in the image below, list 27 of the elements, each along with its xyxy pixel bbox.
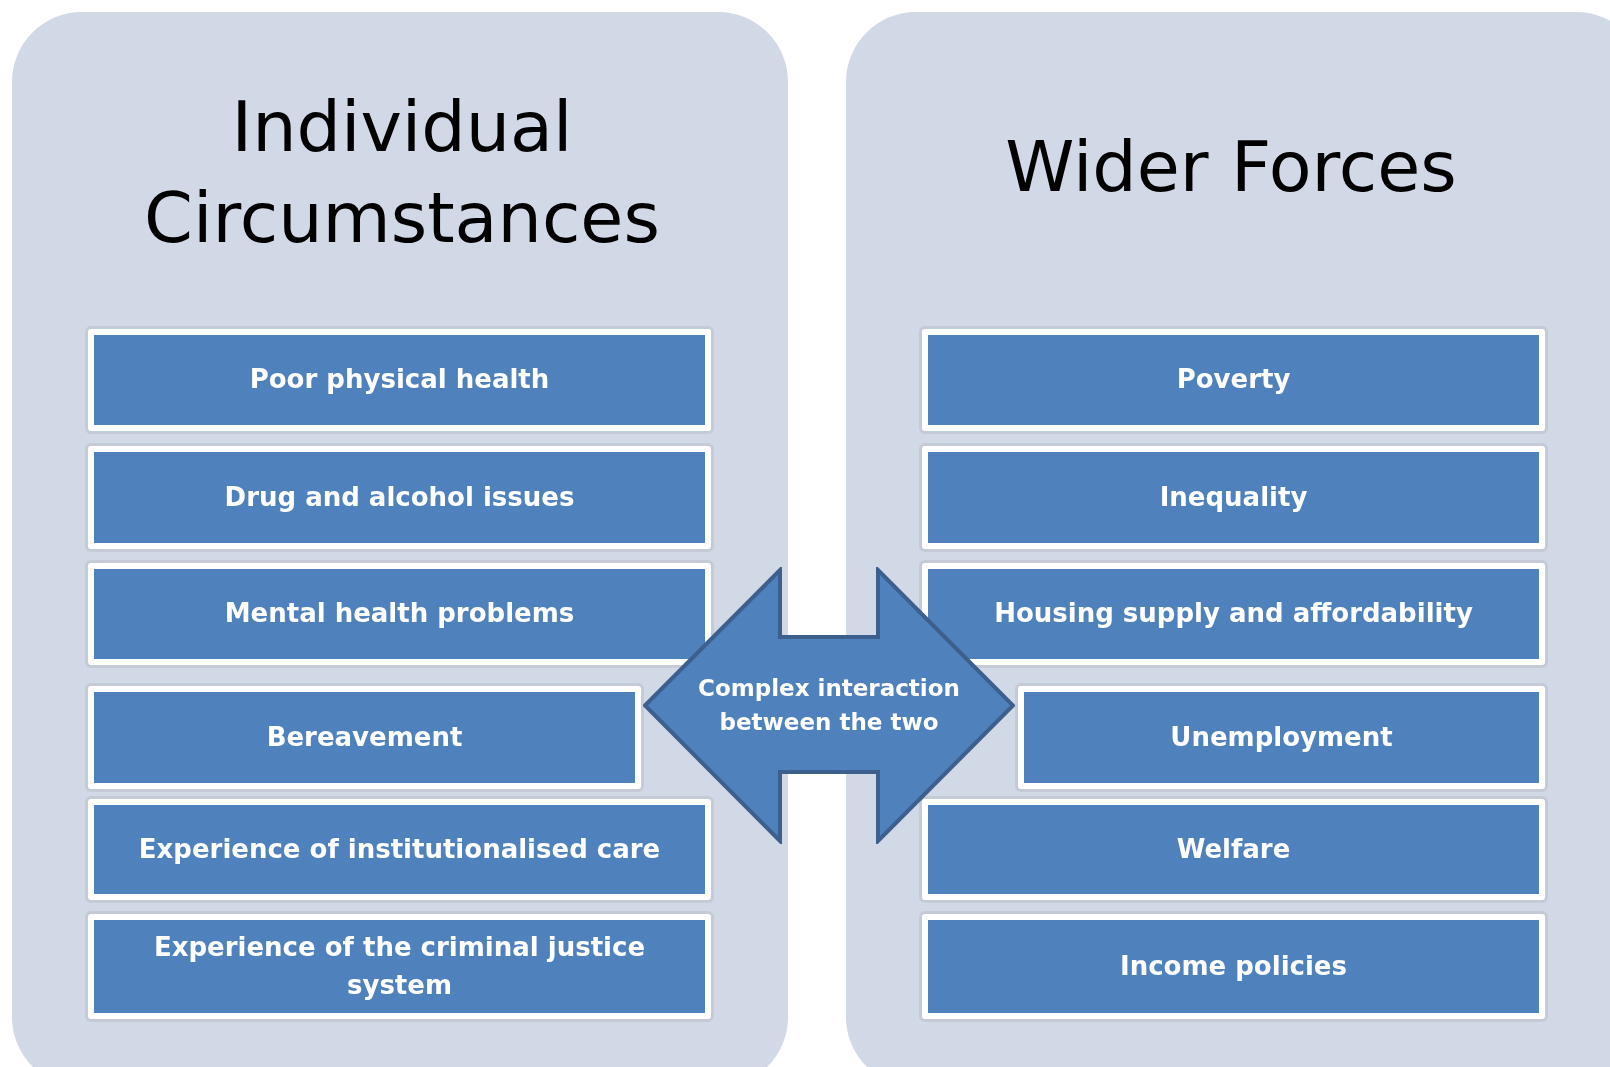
item-text: Mental health problems: [224, 597, 575, 631]
item-text: Income policies: [1120, 949, 1347, 983]
arrow-text: Complex interaction between the two: [697, 674, 961, 737]
item-text: Welfare: [1176, 832, 1291, 866]
item-box: [88, 563, 711, 665]
item-box: [922, 446, 1545, 549]
panel-heading: Individual Circumstances: [143, 85, 661, 261]
item-text: Experience of the criminal justice system: [152, 930, 647, 1002]
item-box: [922, 329, 1545, 431]
item-text: Drug and alcohol issues: [224, 480, 575, 514]
item-box: [88, 329, 711, 431]
item-text: Inequality: [1159, 480, 1308, 514]
item-text: Bereavement: [266, 720, 463, 754]
item-text: Experience of institutionalised care: [138, 832, 661, 866]
item-text: Housing supply and affordability: [994, 597, 1473, 631]
item-box: [88, 686, 641, 789]
panel-heading: Wider Forces: [1004, 125, 1458, 210]
item-box: [88, 914, 711, 1019]
item-box: [88, 446, 711, 549]
item-text: Poverty: [1176, 363, 1291, 397]
item-text: Unemployment: [1170, 720, 1393, 754]
item-box: [88, 799, 711, 900]
item-text: Poor physical health: [249, 363, 550, 397]
item-box: [1018, 686, 1545, 789]
item-box: [922, 563, 1545, 665]
item-box: [922, 799, 1545, 900]
item-box: [922, 914, 1545, 1019]
